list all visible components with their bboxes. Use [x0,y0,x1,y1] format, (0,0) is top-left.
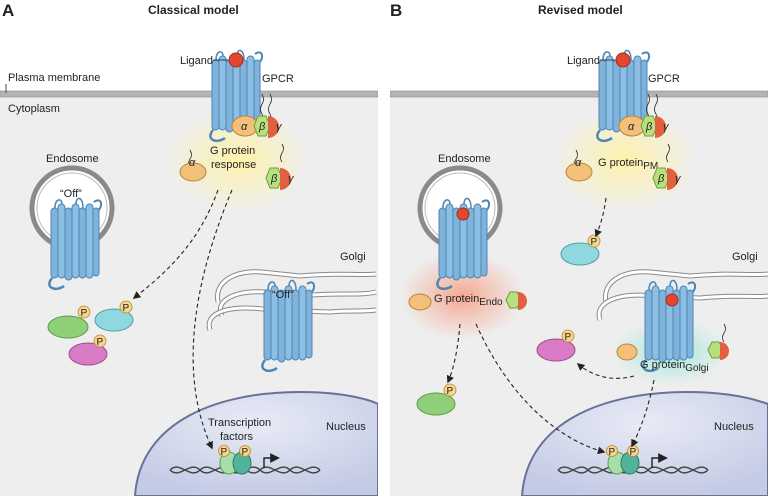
ligand-b [615,52,631,68]
nucleus-label-b: Nucleus [714,421,754,433]
g-gamma-subunit [268,116,279,138]
beta-symbol-free: β [270,173,278,185]
transcription-factors-b: P P [606,445,640,475]
phospho-label: P [242,447,249,458]
g-protein-heterotrimer-b: α β γ [618,93,670,138]
gamma-symbol-free: γ [288,173,295,185]
endosome-label-a: Endosome [46,153,99,165]
g-protein-heterotrimer: α β γ [231,93,283,138]
free-g-beta-gamma: β γ [265,143,295,190]
g-protein-endo-subscript: Endo [479,297,503,308]
ligand-label-b: Ligand [567,55,600,67]
plasma-membrane [0,90,379,98]
gpcr-label-b: GPCR [648,73,680,85]
g-protein-pm-text: G protein [598,157,643,169]
g-protein-golgi-text: G protein [640,359,685,371]
beta-symbol-b2: β [657,173,665,185]
plasma-membrane-b [389,90,768,98]
arrow-golgi-to-nucleus [631,379,655,448]
arrow-pm-to-effector [594,197,607,238]
free-g-alpha-b: α [565,149,593,182]
ligand [228,52,244,68]
phospho-badge [587,234,601,248]
effector-cyan-b [560,242,600,266]
g-protein-pm-label: G proteinPM [598,157,658,172]
plasma-membrane-label: Plasma membrane [8,72,100,84]
panel-letter-b: B [390,1,402,20]
alpha-symbol-b2: α [575,157,582,169]
nucleus-a [133,390,379,497]
beta-symbol-b: β [645,121,653,133]
g-protein-pm-subscript: PM [643,161,658,172]
g-protein-endo-subunits [408,291,527,311]
endosome-off-label: “Off” [60,188,82,200]
gpcr-receptor-golgi-b [642,279,697,373]
phospho-badge [443,383,457,397]
panel-divider [378,90,390,496]
phospho-label: P [630,447,637,458]
phospho-label: P [609,447,616,458]
gamma-symbol-b: γ [663,121,670,133]
phosphorylated-effectors-a: P P P [47,300,134,366]
arrow-golgi-to-effector [576,362,635,379]
gpcr-label: GPCR [262,73,294,85]
alpha-symbol: α [241,121,248,133]
g-protein-response-line2: response [211,159,256,171]
beta-symbol: β [258,121,266,133]
effector-green-b [416,392,456,416]
cytoplasm-label: Cytoplasm [8,103,60,115]
arrow-to-effectors [132,189,219,299]
g-protein-endo-label: G proteinEndo [434,293,503,308]
effector-pink-b [536,338,576,362]
g-protein-response-line1: G protein [210,145,255,157]
g-protein-endo-glow [400,252,524,340]
phospho-label: P [447,386,454,397]
phospho-label: P [97,337,104,348]
phospho-label: P [81,308,88,319]
phospho-badge [561,329,575,343]
alpha-symbol-free: α [189,157,196,169]
nucleus-b [520,390,768,497]
golgi-label-b: Golgi [732,251,758,263]
g-protein-golgi-subscript: Golgi [685,363,708,374]
panel-b-title: Revised model [538,3,623,17]
gamma-symbol-b2: γ [675,173,682,185]
g-protein-endo-text: G protein [434,293,479,305]
golgi-label-a: Golgi [340,251,366,263]
transcription-factors-a: P P [218,445,252,475]
gamma-symbol: γ [276,121,283,133]
phospho-label: P [591,237,598,248]
endosome-a [29,165,115,291]
arrow-endo-to-nucleus [475,323,606,455]
alpha-symbol-b: α [628,121,635,133]
g-protein-golgi-subunits [616,323,729,361]
panel-a-title: Classical model [148,3,239,17]
free-g-beta-gamma-b: β γ [652,143,682,190]
phospho-label: P [123,303,130,314]
transcription-label-line2: factors [220,431,254,443]
free-g-alpha: α [179,149,207,182]
nucleus-label-a: Nucleus [326,421,366,433]
phospho-label: P [221,447,228,458]
g-protein-golgi-label: G proteinGolgi [640,359,709,374]
g-beta-subunit [253,115,271,137]
panel-b: B Revised model Ligand GPCR α β γ α G pr… [389,1,768,497]
endosome-b [417,165,503,291]
panel-a: A Classical model Plasma membrane Cytopl… [0,1,379,497]
ligand-golgi [665,293,679,307]
panel-letter-a: A [2,1,14,20]
golgi-off-label: “Off” [272,289,294,301]
phospho-label: P [565,332,572,343]
ligand-label: Ligand [180,55,213,67]
transcription-label-line1: Transcription [208,417,271,429]
endosome-label-b: Endosome [438,153,491,165]
